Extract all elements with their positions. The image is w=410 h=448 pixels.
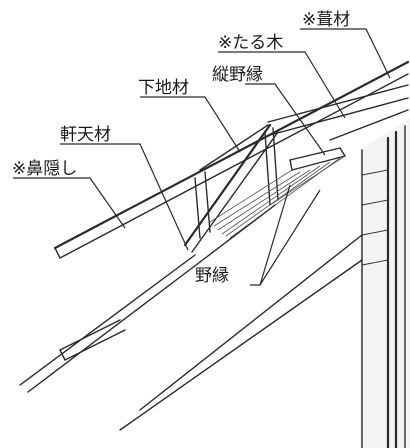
- leader-roofing: [300, 28, 391, 79]
- nobuchi-framework: [209, 147, 346, 239]
- leader-nobuchi-b: [259, 189, 321, 286]
- label-roofing: ※葺材: [302, 10, 350, 30]
- label-nobuchi: 野縁: [195, 266, 229, 286]
- leader-base-material: [140, 96, 241, 153]
- leader-fascia: [13, 177, 126, 229]
- exterior-wall: [360, 118, 410, 448]
- leader-lines: [13, 28, 391, 286]
- base-material-panel: [194, 124, 279, 239]
- label-vertical-nobuchi: 縦野縁: [212, 65, 263, 85]
- leader-vertical-nobuchi: [245, 83, 326, 156]
- label-base-material: 下地材: [138, 78, 189, 98]
- label-rafter: ※たる木: [218, 33, 283, 53]
- label-fascia: ※鼻隠し: [12, 159, 77, 179]
- roof-slope: [53, 60, 410, 259]
- label-soffit-material: 軒天材: [60, 125, 111, 145]
- leader-rafter: [218, 51, 346, 119]
- leader-soffit: [60, 143, 189, 251]
- soffit-lower-slope: [19, 204, 363, 431]
